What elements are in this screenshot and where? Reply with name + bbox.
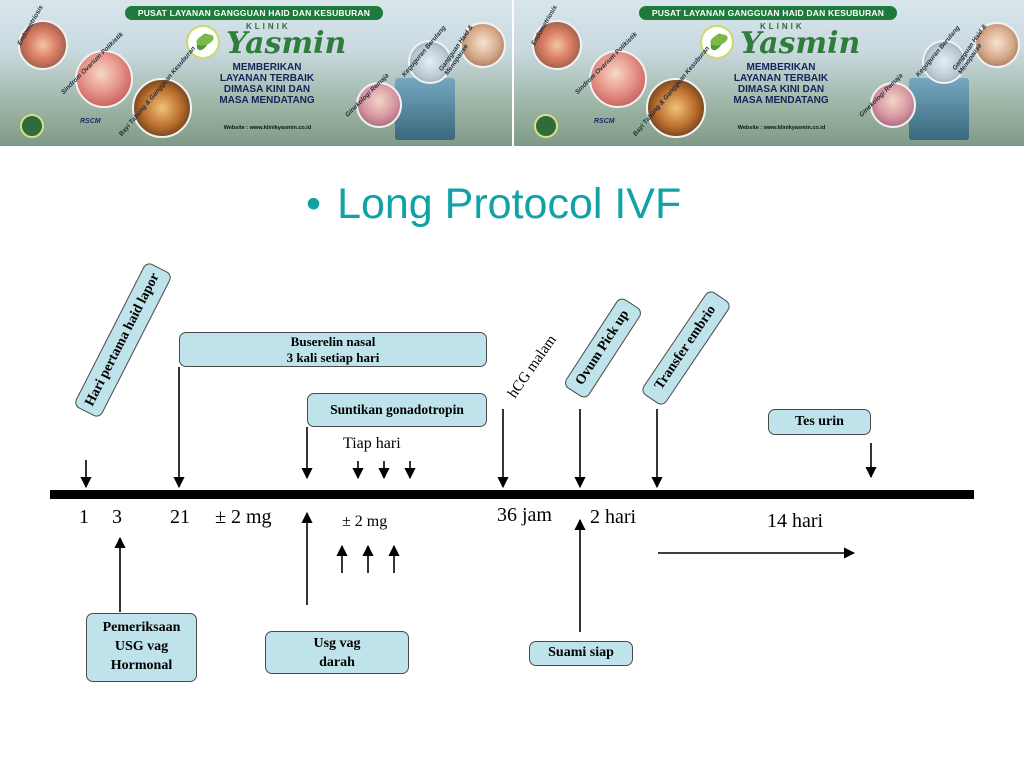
- baby-image: [75, 50, 133, 108]
- teen-girl-image: [870, 82, 916, 128]
- label-2-hari: 2 hari: [590, 506, 637, 528]
- box-tes-urin-text: Tes urin: [795, 414, 844, 429]
- label-36-jam: 36 jam: [497, 504, 552, 526]
- banner-title: PUSAT LAYANAN GANGGUAN HAID DAN KESUBURA…: [639, 6, 897, 20]
- label-day-1: 1: [79, 506, 89, 528]
- logo-klinik-text: KLINIK: [760, 22, 805, 31]
- banner-website: Website : www.klinikyasmin.co.id: [223, 125, 312, 131]
- baby-image: [589, 50, 647, 108]
- label-tiap-hari: Tiap hari: [343, 435, 401, 452]
- box-buserelin-line1: Buserelin nasal: [290, 334, 376, 349]
- pregnant-woman-image: [408, 40, 452, 84]
- pregnant-woman-image: [922, 40, 966, 84]
- box-usg-vag: Usg vag darah: [265, 631, 409, 674]
- banner-left: PUSAT LAYANAN GANGGUAN HAID DAN KESUBURA…: [0, 0, 512, 146]
- label-14-hari: 14 hari: [767, 510, 824, 532]
- box-suntikan-text: Suntikan gonadotropin: [330, 402, 464, 417]
- box-usg-line2: darah: [319, 655, 355, 670]
- banner-slogan: MEMBERIKAN LAYANAN TERBAIK DIMASA KINI D…: [219, 62, 315, 106]
- logo-brand-text: Yasmin: [226, 26, 347, 61]
- box-buserelin: Buserelin nasal 3 kali setiap hari: [179, 332, 487, 367]
- hospital-building-image: [395, 78, 455, 140]
- box-suami-siap: Suami siap: [529, 641, 633, 666]
- university-emblem-icon: [20, 114, 44, 138]
- logo-brand-text: Yasmin: [740, 26, 861, 61]
- woman-image: [460, 22, 506, 68]
- teen-girl-image: [356, 82, 402, 128]
- woman-image: [974, 22, 1020, 68]
- flower-logo-icon: [700, 25, 734, 59]
- header-banner: PUSAT LAYANAN GANGGUAN HAID DAN KESUBURA…: [0, 0, 1024, 146]
- uterus-image: [532, 20, 582, 70]
- label-day-21: 21: [170, 506, 190, 528]
- flower-logo-icon: [186, 25, 220, 59]
- banner-slogan: MEMBERIKAN LAYANAN TERBAIK DIMASA KINI D…: [733, 62, 829, 106]
- timeline-bar: [50, 490, 974, 499]
- box-usg-line1: Usg vag: [313, 636, 361, 651]
- box-tes-urin: Tes urin: [768, 409, 871, 435]
- rscm-logo: RSCM: [80, 118, 101, 125]
- banner-title: PUSAT LAYANAN GANGGUAN HAID DAN KESUBURA…: [125, 6, 383, 20]
- box-pemeriksaan-line3: Hormonal: [110, 658, 173, 673]
- box-pemeriksaan-line1: Pemeriksaan: [102, 620, 181, 635]
- box-suami-text: Suami siap: [548, 645, 614, 660]
- logo-klinik-text: KLINIK: [246, 22, 291, 31]
- embryo-image: [132, 78, 192, 138]
- hospital-building-image: [909, 78, 969, 140]
- box-suntikan-gonadotropin: Suntikan gonadotropin: [307, 393, 487, 427]
- rscm-logo: RSCM: [594, 118, 615, 125]
- uterus-image: [18, 20, 68, 70]
- banner-website: Website : www.klinikyasmin.co.id: [737, 125, 826, 131]
- title-bullet: •: [306, 180, 322, 228]
- label-day-3: 3: [112, 506, 122, 528]
- box-buserelin-line2: 3 kali setiap hari: [286, 350, 380, 365]
- embryo-image: [646, 78, 706, 138]
- box-pemeriksaan: Pemeriksaan USG vag Hormonal: [86, 613, 197, 682]
- label-dose-2mg: ± 2 mg: [215, 506, 272, 528]
- slide-title: • Long Protocol IVF: [306, 180, 681, 229]
- box-pemeriksaan-line2: USG vag: [114, 639, 169, 654]
- title-text: Long Protocol IVF: [337, 180, 682, 228]
- university-emblem-icon: [534, 114, 558, 138]
- label-dose-2mg-small: ± 2 mg: [342, 513, 388, 530]
- banner-right: PUSAT LAYANAN GANGGUAN HAID DAN KESUBURA…: [512, 0, 1024, 146]
